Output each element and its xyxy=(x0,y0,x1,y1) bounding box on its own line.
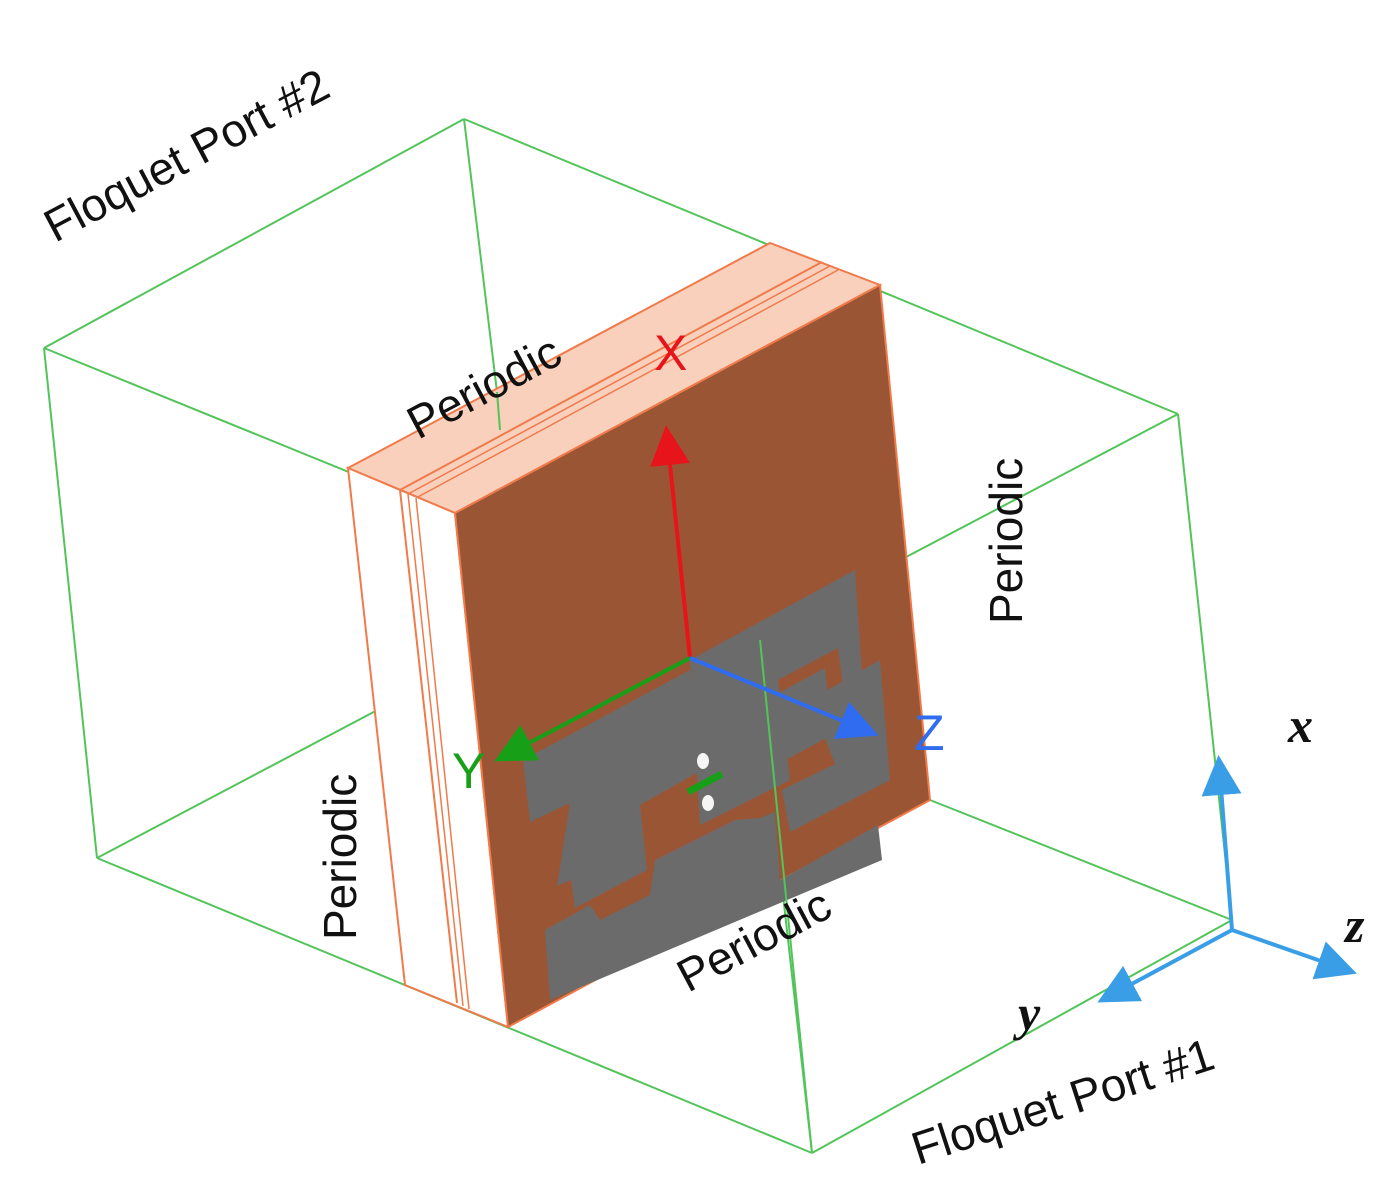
box-edge xyxy=(96,705,386,859)
box-edge xyxy=(929,799,1233,921)
box-edge xyxy=(43,118,465,349)
global-z-label: z xyxy=(1343,897,1365,953)
layer-line xyxy=(399,489,458,1004)
air-box-front-edges xyxy=(496,391,813,1154)
local-y-label: Y xyxy=(452,743,485,799)
local-axes xyxy=(494,425,879,762)
layer-line xyxy=(407,265,831,495)
floquet-port-2-label: Floquet Port #2 xyxy=(35,58,337,252)
feed-gap xyxy=(686,770,724,796)
global-x-axis xyxy=(1201,755,1242,931)
box-edge xyxy=(43,347,98,859)
global-y-axis xyxy=(1097,928,1233,1003)
patch-segment xyxy=(545,812,882,1000)
global-x-label: x xyxy=(1287,697,1313,753)
feed-pin xyxy=(702,795,714,811)
local-x-axis xyxy=(650,425,692,659)
box-edge xyxy=(463,118,498,393)
local-z-axis xyxy=(689,656,879,739)
box-edge xyxy=(496,391,501,431)
box-edge xyxy=(759,639,813,1154)
global-z-axis xyxy=(1231,928,1357,980)
global-axes xyxy=(1097,755,1357,1003)
layer-line xyxy=(415,497,470,1010)
layer-line xyxy=(415,269,839,499)
patch-segment xyxy=(775,668,832,762)
periodic-label-right: Periodic xyxy=(980,458,1032,624)
layer-line xyxy=(399,261,823,491)
patch-segment xyxy=(523,670,702,908)
global-y-label: y xyxy=(1013,985,1041,1041)
box-edge xyxy=(811,919,1233,1154)
local-y-axis xyxy=(494,656,691,762)
local-x-label: X xyxy=(654,325,687,381)
local-z-label: Z xyxy=(914,705,945,761)
feed-pins xyxy=(686,753,724,811)
layer-line xyxy=(407,493,464,1007)
feed-pin xyxy=(697,753,709,769)
floquet-port-1-label: Floquet Port #1 xyxy=(905,1028,1220,1175)
periodic-label-left: Periodic xyxy=(314,774,366,940)
